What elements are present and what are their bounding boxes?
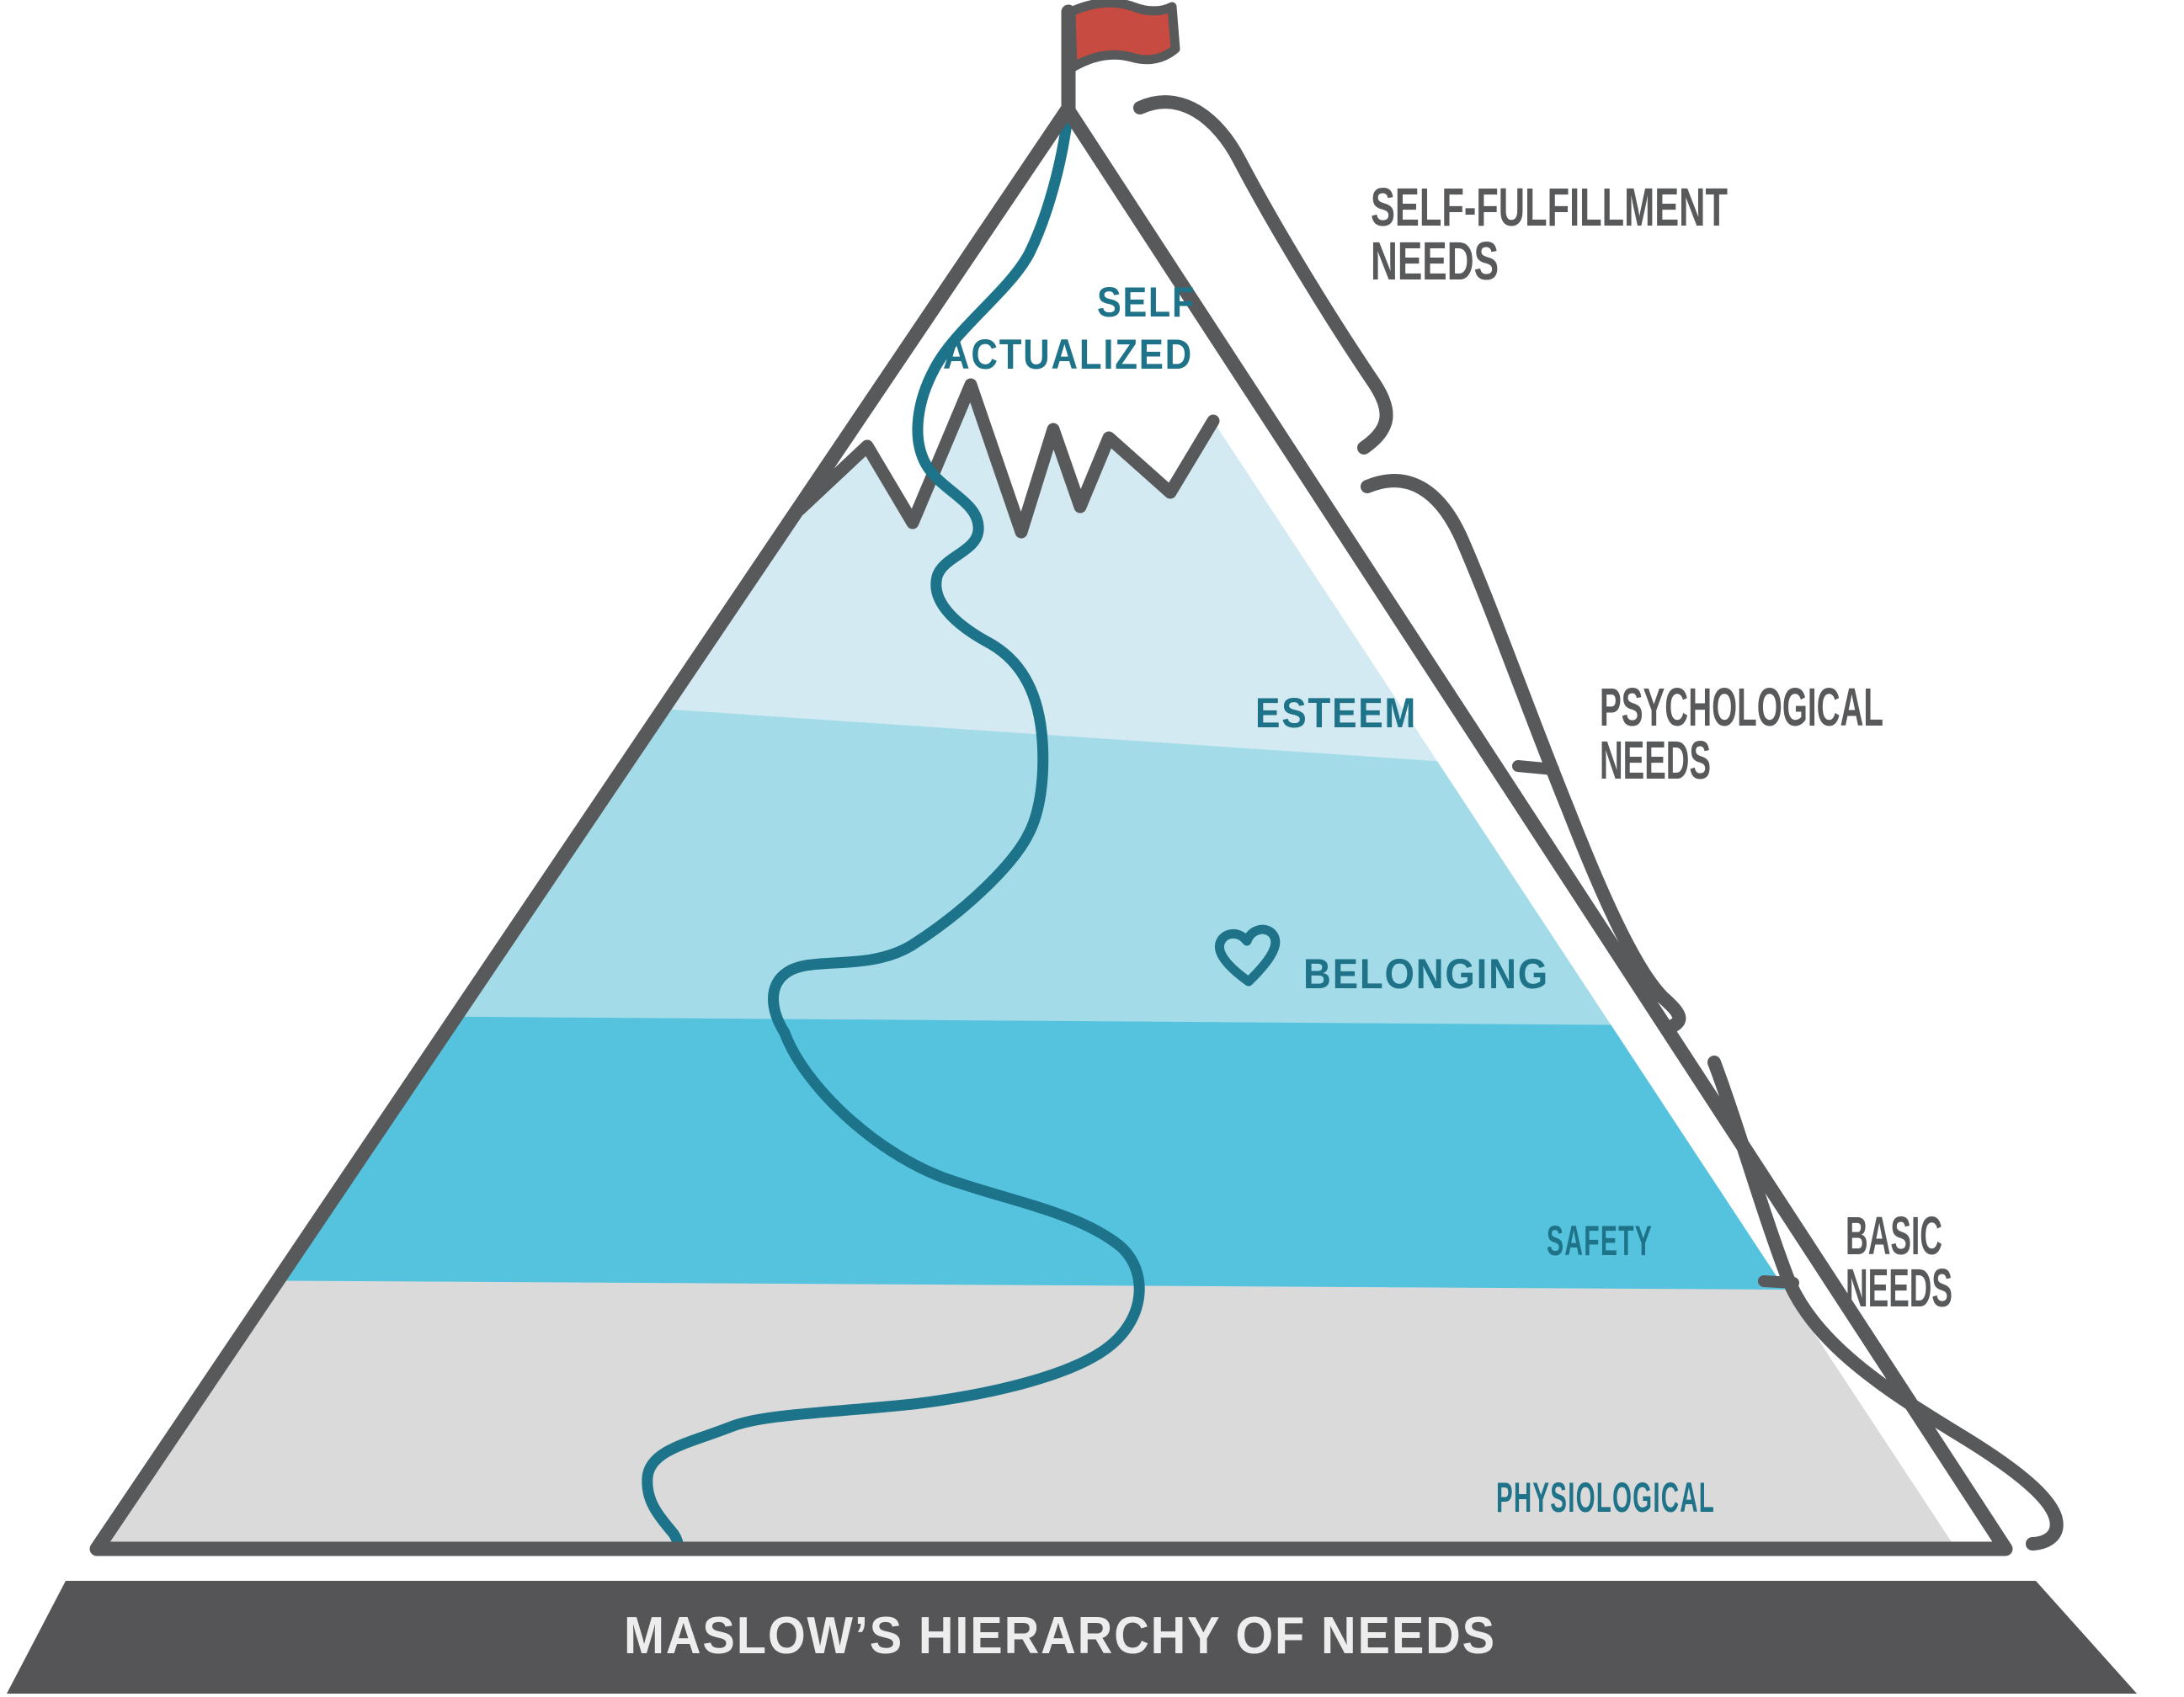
label-self-fulfillment-line1: SELF-FULFILLMENT [1371, 177, 1728, 237]
label-basic-line2: NEEDS [1846, 1258, 1952, 1318]
flag-cloth [1066, 0, 1180, 72]
label-actualized: ACTUALIZED [943, 331, 1193, 378]
label-esteem: ESTEEM [1255, 689, 1417, 737]
label-psychological-line2: NEEDS [1600, 730, 1711, 790]
banner-title: MASLOW’S HIERARCHY OF NEEDS [624, 1607, 1496, 1665]
bracket-self-fulfillment [1133, 95, 1393, 455]
layer-physiological [101, 1279, 1955, 1547]
label-psychological-line1: PSYCHOLOGICAL [1600, 677, 1883, 737]
label-belonging: BELONGING [1303, 950, 1549, 997]
label-self-fulfillment-line2: NEEDS [1371, 231, 1499, 291]
mountain-outline [89, 102, 2013, 1556]
mountain-layers [101, 154, 1955, 1547]
trail-path [642, 110, 1145, 1555]
label-safety: SAFETY [1547, 1217, 1653, 1264]
label-self: SELF [1097, 279, 1196, 326]
title-banner [7, 1581, 2137, 1694]
snowline [793, 378, 1220, 539]
bracket-basic [1707, 1056, 2064, 1551]
need-group-brackets [1133, 95, 2064, 1551]
heart-icon [1215, 924, 1281, 987]
label-basic-line1: BASIC [1846, 1205, 1942, 1266]
layer-safety [126, 1014, 1894, 1355]
bracket-tick-psychological [1512, 760, 1559, 775]
bracket-tick-basic [1758, 1275, 1799, 1289]
red-flag-icon [1061, 0, 1180, 117]
label-physiological: PHYSIOLOGICAL [1496, 1474, 1715, 1521]
